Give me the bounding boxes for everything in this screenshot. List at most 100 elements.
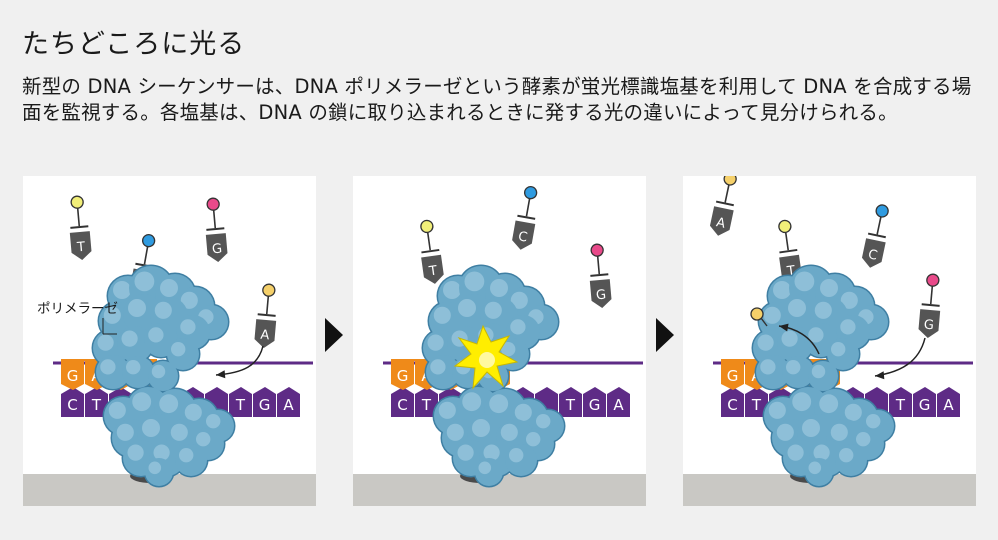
- nucleotide-bar: [715, 200, 734, 207]
- fluor-label-icon: [590, 243, 604, 257]
- protein-lobe-highlight: [430, 359, 446, 375]
- protein-lobe-highlight: [839, 448, 854, 463]
- step-1-illustration: TCGACTCGTTGAGAGCポリメラーゼ: [23, 195, 316, 506]
- protein-lobe-highlight: [148, 327, 164, 343]
- nucleotide-letter: A: [715, 215, 727, 232]
- protein-lobe-highlight: [840, 319, 856, 335]
- template-base-letter: G: [919, 396, 931, 414]
- protein-lobe-highlight: [802, 419, 820, 437]
- fluor-label-icon: [778, 219, 792, 234]
- template-base-letter: C: [727, 396, 737, 414]
- nucleotide-tag: [69, 231, 92, 260]
- template-base-letter: T: [751, 396, 762, 414]
- protein-lobe-highlight: [500, 423, 518, 441]
- protein-lobe-highlight: [427, 334, 444, 351]
- template-base-letter: G: [589, 396, 601, 414]
- panel-step-1: TCGACTCGTTGAGAGCポリメラーゼ: [23, 176, 316, 506]
- template-base: [61, 387, 84, 417]
- protein-lobe-highlight: [446, 423, 464, 441]
- protein-lobe-highlight: [132, 392, 152, 412]
- nucleotide-letter: G: [923, 318, 934, 334]
- fluor-label-icon: [70, 195, 84, 209]
- protein-lobe-highlight: [786, 360, 801, 375]
- flash-core: [479, 352, 495, 368]
- motion-arrow: [215, 345, 264, 376]
- protein-lobe-highlight: [514, 403, 532, 421]
- fluor-label-icon: [926, 273, 940, 287]
- template-base-letter: T: [421, 396, 432, 414]
- protein-lobe-highlight: [127, 444, 144, 461]
- free-nucleotide: C: [512, 186, 538, 250]
- nucleotide-stem: [876, 216, 882, 235]
- protein-lobe-highlight: [483, 444, 500, 461]
- step-arrow-icon: [656, 318, 674, 352]
- template-base: [85, 387, 108, 417]
- protein-lobe-highlight: [184, 403, 202, 421]
- nucleotide-stem: [525, 198, 531, 217]
- fluor-label-icon: [723, 176, 737, 186]
- protein-lobe-highlight: [820, 279, 838, 297]
- nucleotide-stem: [426, 232, 432, 251]
- protein-lobe-highlight: [433, 306, 451, 324]
- protein-lobe-highlight: [781, 330, 798, 347]
- nucleotide-bar: [590, 273, 609, 277]
- template-base: [229, 387, 252, 417]
- template-base: [253, 387, 276, 417]
- template-base-letter: C: [67, 396, 77, 414]
- template-base: [391, 387, 414, 417]
- arrow-head-icon: [779, 323, 789, 332]
- template-base: [559, 387, 582, 417]
- fluor-label-icon: [875, 204, 889, 218]
- new-strand-base-letter: G: [727, 367, 739, 385]
- page-title: たちどころに光る: [22, 29, 246, 60]
- protein-lobe-highlight: [794, 271, 815, 292]
- protein-lobe-highlight: [526, 432, 541, 447]
- new-strand-base: [391, 360, 414, 390]
- protein-lobe-highlight: [179, 448, 194, 463]
- protein-lobe-highlight: [196, 432, 211, 447]
- protein-lobe-highlight: [126, 360, 141, 375]
- nucleotide-tag: [709, 206, 734, 236]
- nucleotide-tag: [512, 220, 536, 250]
- arrow-head-icon: [216, 370, 226, 379]
- protein-lobe-highlight: [206, 414, 221, 429]
- protein-lobe-highlight: [856, 432, 871, 447]
- step-3-illustration: ATCGCTCGTTGAGAGCA: [683, 176, 976, 506]
- protein-lobe-highlight: [160, 279, 178, 297]
- template-base-letter: C: [397, 396, 407, 414]
- protein-lobe-highlight: [808, 327, 824, 343]
- nucleotide-tag: [918, 309, 941, 338]
- protein-lobe-highlight: [128, 299, 146, 317]
- protein-lobe-highlight: [458, 299, 476, 317]
- step-arrow-icon: [325, 318, 343, 352]
- nucleotide-tag: [254, 319, 277, 348]
- new-strand-base-letter: G: [67, 367, 79, 385]
- free-nucleotide: G: [205, 197, 228, 262]
- nucleotide-bar: [70, 225, 89, 229]
- released-label-stem: [760, 317, 768, 327]
- protein-lobe-highlight: [811, 364, 826, 379]
- nucleotide-bar: [779, 248, 798, 254]
- nucleotide-stem: [265, 296, 270, 315]
- protein-lobe-highlight: [148, 461, 162, 475]
- protein-lobe-highlight: [866, 414, 881, 429]
- protein-lobe-highlight: [151, 364, 166, 379]
- template-base-letter: G: [259, 396, 271, 414]
- fluor-label-icon: [523, 186, 538, 200]
- protein-lobe-highlight: [490, 279, 508, 297]
- new-strand-base: [61, 360, 84, 390]
- free-nucleotide: T: [420, 219, 444, 284]
- protein-lobe-highlight: [509, 448, 524, 463]
- protein-lobe-highlight: [763, 306, 781, 324]
- free-nucleotide: A: [254, 283, 277, 348]
- nucleotide-stem: [76, 208, 81, 227]
- protein-lobe-highlight: [464, 271, 485, 292]
- nucleotide-stem: [929, 286, 934, 305]
- polymerase-label: ポリメラーゼ: [37, 301, 118, 317]
- template-base-letter: A: [613, 396, 624, 414]
- nucleotide-bar: [206, 227, 225, 231]
- template-base: [415, 387, 438, 417]
- polymerase-protein: [91, 264, 236, 488]
- nucleotide-bar: [517, 214, 536, 220]
- template-base-letter: A: [943, 396, 954, 414]
